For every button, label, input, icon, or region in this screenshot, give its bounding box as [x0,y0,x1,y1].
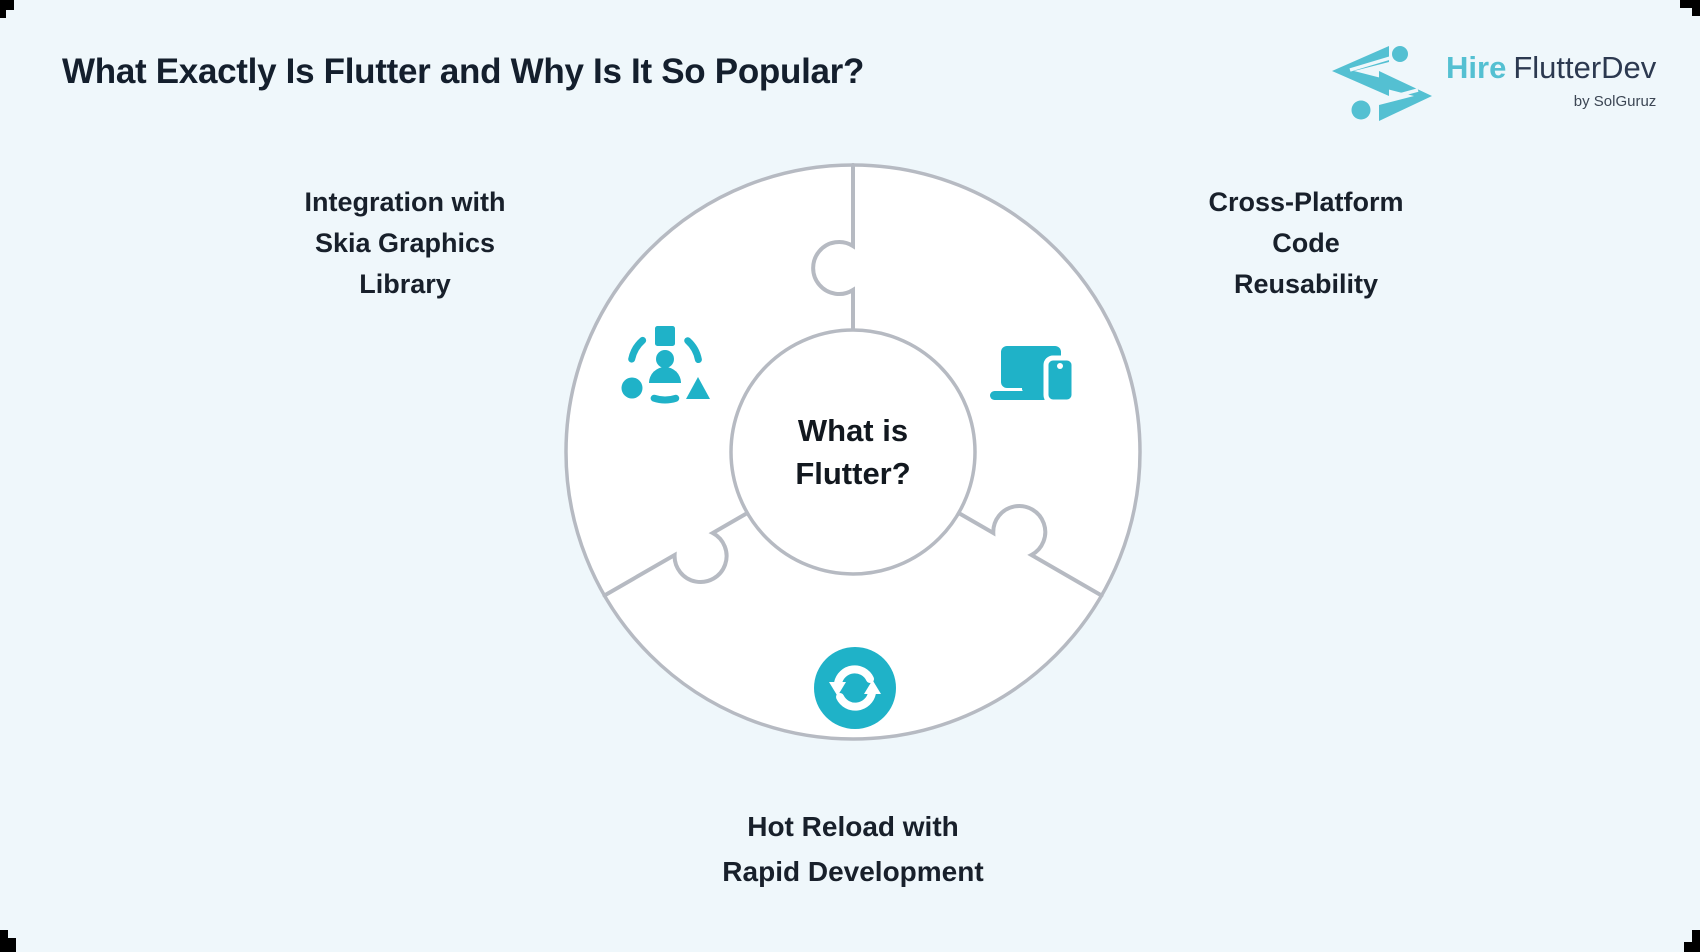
label-cross-platform: Cross-Platform Code Reusability [1128,182,1484,305]
label-hot-reload: Hot Reload with Rapid Development [603,804,1103,894]
puzzle-divider-lower-left [602,509,752,598]
corner-mark-bottom-right [1684,930,1700,952]
corner-mark-top-left [0,0,14,18]
diagram-center-title: What is Flutter? [703,409,1003,495]
page-title: What Exactly Is Flutter and Why Is It So… [62,52,865,91]
puzzle-dividers [602,163,1104,598]
devices-icon [990,346,1077,405]
corner-mark-bottom-left [0,930,16,952]
code-brackets-icon [1332,46,1432,121]
puzzle-divider-top [811,163,855,334]
center-title-line: Flutter? [795,456,911,491]
brand-name-secondary: FlutterDev [1513,50,1657,85]
puzzle-wheel [564,163,1142,741]
shapes-community-icon [621,326,710,404]
label-line: Skia Graphics [314,228,496,258]
corner-mark-top-right [1680,0,1700,16]
label-line: Rapid Development [722,856,984,887]
label-skia-graphics: Integration with Skia Graphics Library [228,182,582,305]
label-line: Cross-Platform [1208,187,1404,217]
label-line: Reusability [1233,269,1379,299]
label-line: Integration with [304,187,506,217]
label-line: Code [1272,228,1340,258]
inner-circle [729,328,977,576]
brand-name-primary: Hire [1446,50,1507,85]
sync-reload-icon [814,647,896,729]
center-title-line: What is [797,413,909,448]
label-line: Library [359,269,451,299]
puzzle-divider-lower-right [954,504,1104,598]
label-line: Hot Reload with [747,811,959,842]
brand-byline: by SolGuruz [1573,93,1657,110]
